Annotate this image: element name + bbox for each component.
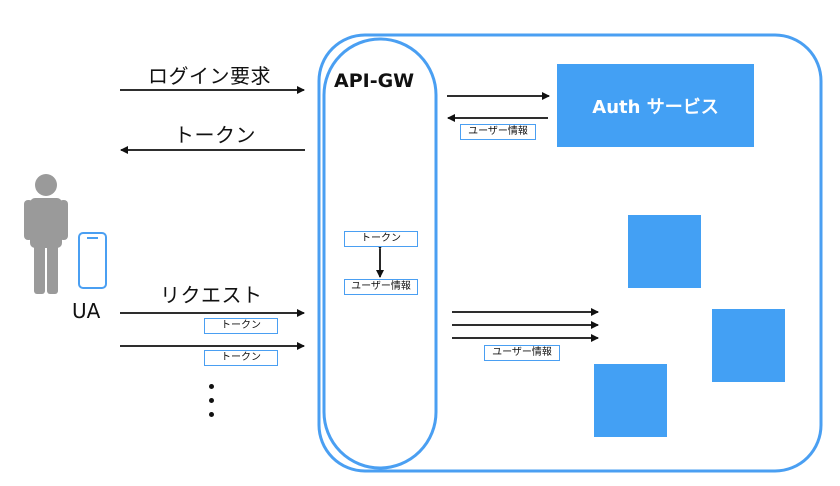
api-gateway-title: API-GW bbox=[334, 70, 415, 92]
continuation-dot bbox=[209, 384, 214, 389]
gateway-user-info-tag: ユーザー情報 bbox=[344, 279, 418, 295]
smartphone-icon bbox=[78, 232, 107, 289]
service-user-info-tag: ユーザー情報 bbox=[484, 345, 560, 361]
request-token-tag: トークン bbox=[204, 318, 278, 334]
user-agent-label: UA bbox=[72, 299, 101, 323]
continuation-dot bbox=[209, 412, 214, 417]
system-boundary bbox=[317, 33, 823, 473]
auth-service-box: Auth サービス bbox=[557, 64, 754, 147]
request-token-tag: トークン bbox=[204, 350, 278, 366]
auth-user-info-tag: ユーザー情報 bbox=[460, 124, 536, 140]
token-response-label: トークン bbox=[174, 123, 256, 147]
request-label: リクエスト bbox=[160, 283, 263, 307]
service-box bbox=[594, 364, 667, 437]
continuation-dot bbox=[209, 398, 214, 403]
gateway-token-tag: トークン bbox=[344, 231, 418, 247]
service-box bbox=[712, 309, 785, 382]
service-box bbox=[628, 215, 701, 288]
person-icon bbox=[24, 174, 68, 294]
api-gateway-boundary bbox=[322, 37, 438, 470]
login-request-label: ログイン要求 bbox=[148, 64, 271, 88]
auth-service-label: Auth サービス bbox=[592, 96, 719, 118]
